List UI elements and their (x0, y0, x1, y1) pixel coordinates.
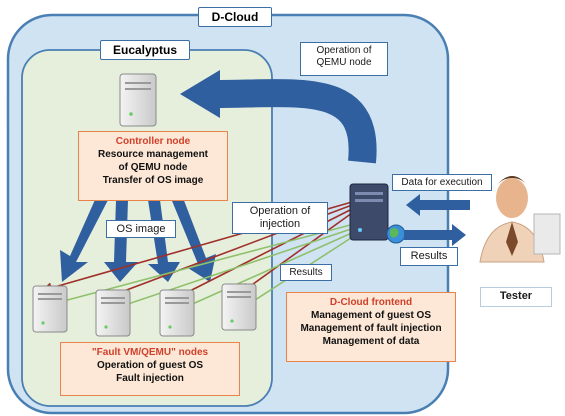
controller-node-heading: Controller node (115, 136, 191, 147)
server-icon (32, 285, 68, 333)
tester-exchange-arrows (404, 194, 470, 246)
frontend-line: Management of data (322, 336, 420, 347)
operation-qemu-line: QEMU node (316, 57, 372, 68)
controller-line: Transfer of OS image (102, 175, 204, 186)
operation-injection-line: injection (259, 218, 301, 230)
tester-label: Tester (480, 287, 552, 307)
fault-nodes-line: Operation of guest OS (96, 360, 204, 371)
eucalyptus-title: Eucalyptus (100, 40, 190, 60)
controller-node-panel: Controller node Resource management of Q… (78, 131, 228, 201)
dcloud-frontend-panel: D-Cloud frontend Management of guest OS … (286, 292, 456, 362)
frontend-line: Management of guest OS (310, 310, 431, 321)
globe-icon (386, 224, 406, 244)
operation-injection-label: Operation of injection (232, 202, 328, 234)
operation-arrow-head (180, 70, 220, 118)
frontend-line: Management of fault injection (300, 323, 442, 334)
operation-qemu-label: Operation of QEMU node (300, 42, 388, 76)
operation-qemu-line: Operation of (316, 45, 372, 56)
dcloud-title: D-Cloud (198, 7, 272, 27)
frontend-heading: D-Cloud frontend (329, 297, 413, 308)
fault-nodes-line: Fault injection (116, 373, 184, 384)
operation-arrow-shaft (214, 79, 377, 164)
fault-nodes-panel: "Fault VM/QEMU" nodes Operation of guest… (60, 342, 240, 396)
os-image-label: OS image (106, 220, 176, 238)
frontend-server-icon (349, 183, 389, 241)
server-icon (95, 289, 131, 337)
operation-injection-line: Operation of (249, 205, 311, 217)
data-for-execution-label: Data for execution (392, 174, 492, 191)
controller-server-icon (119, 73, 157, 127)
fault-node-server-icons (32, 283, 257, 337)
server-icon (159, 289, 195, 337)
controller-line: of QEMU node (118, 162, 188, 173)
server-icon (221, 283, 257, 331)
tester-person-icon (479, 176, 561, 263)
results-outer-label: Results (400, 247, 458, 266)
controller-line: Resource management (97, 149, 209, 160)
fault-nodes-heading: "Fault VM/QEMU" nodes (91, 347, 209, 358)
results-inner-label: Results (280, 264, 332, 281)
